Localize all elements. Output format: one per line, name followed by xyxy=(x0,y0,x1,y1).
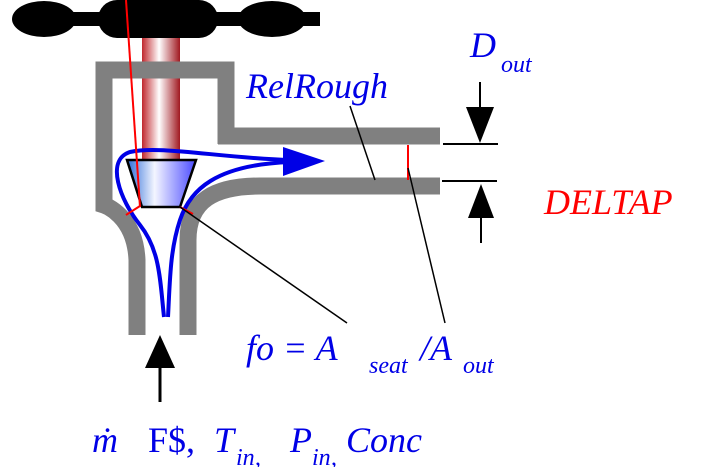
svg-text:in: in xyxy=(236,445,255,467)
svg-text:in: in xyxy=(312,445,331,467)
inlet-flow-arrow xyxy=(145,335,175,402)
inlet-conditions-label: ṁ F$, T in , P in , Conc xyxy=(92,420,422,467)
svg-text:seat: seat xyxy=(369,353,409,379)
arrow-up-icon xyxy=(468,184,494,218)
handwheel xyxy=(12,0,320,38)
svg-text:fo = A: fo = A xyxy=(246,328,339,368)
svg-text:P: P xyxy=(289,420,312,460)
flow-arrowhead xyxy=(283,147,325,176)
deltap-label: DELTAP xyxy=(543,182,673,222)
leader-lines xyxy=(179,105,446,324)
svg-text:ṁ: ṁ xyxy=(92,420,118,460)
d-out-label: D out xyxy=(469,25,533,78)
svg-text:out: out xyxy=(501,52,533,78)
svg-text:Conc: Conc xyxy=(346,420,422,460)
svg-text:/A: /A xyxy=(418,328,453,368)
svg-text:T: T xyxy=(214,420,237,460)
svg-text:out: out xyxy=(463,353,495,379)
svg-text:D: D xyxy=(469,25,496,65)
arrow-down-icon xyxy=(466,107,494,143)
rel-rough-label: RelRough xyxy=(245,66,388,106)
fo-label: fo = A seat /A out xyxy=(246,328,495,379)
valve-stem xyxy=(142,38,180,160)
svg-text:,: , xyxy=(255,445,261,467)
svg-text:,: , xyxy=(331,445,337,467)
flow-streamline xyxy=(114,147,325,318)
svg-text:F$,: F$, xyxy=(148,420,195,460)
arrow-up-icon xyxy=(145,335,175,368)
valve-body xyxy=(95,61,440,335)
dimension-arrows xyxy=(442,82,498,243)
